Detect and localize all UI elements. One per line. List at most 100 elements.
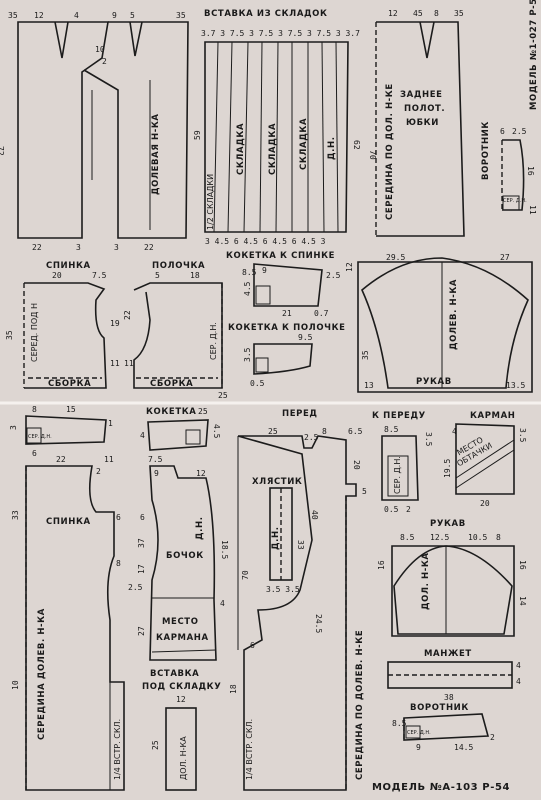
num-12: 12 [34, 11, 44, 20]
to-front-title: К ПЕРЕДУ [372, 411, 426, 421]
back-vstr: 1/4 ВСТР. СКЛ. [113, 719, 122, 780]
po-11: 11 [124, 359, 134, 368]
front-vstr: 1/4 ВСТР. СКЛ. [245, 719, 254, 780]
num-35b: 35 [176, 11, 186, 20]
num-72: 72 [0, 146, 5, 156]
pleat-word-2: СКЛАДКА [268, 123, 278, 175]
tab-bot: 3.5 3.5 [266, 585, 300, 594]
f18: 18 [229, 684, 238, 694]
bottom-back-piece [25, 465, 125, 791]
num-62: 62 [352, 140, 361, 150]
k25: 25 [198, 407, 208, 416]
bk-70: 70 [368, 150, 377, 160]
pk-20: 20 [480, 499, 490, 508]
num-22b: 22 [144, 243, 154, 252]
skirt-grain-label: ДОЛЕВАЯ Н-КА [151, 113, 161, 195]
num-22: 22 [32, 243, 42, 252]
s9: 9 [154, 469, 159, 478]
pleat-word-1: СКЛАДКА [236, 123, 246, 175]
rv-16b: 16 [518, 560, 527, 570]
tab-dn: Д.Н. [271, 526, 281, 550]
pocket-place-2: КАРМАНА [156, 633, 209, 643]
b11: 11 [104, 455, 114, 464]
vr-85: 8.5 [392, 719, 407, 728]
yoke-title: КОКЕТКА [146, 407, 196, 417]
yoke-back-title: КОКЕТКА К СПИНКЕ [226, 251, 335, 261]
collar-top-piece [501, 139, 525, 211]
s25: 2.5 [128, 583, 143, 592]
rv-14: 14 [518, 596, 527, 606]
top-center-back-dn: СЕРЕД. ПОД Н [30, 303, 39, 362]
b33: 33 [11, 510, 20, 520]
bk-35: 35 [454, 9, 464, 18]
model-bottom-label: МОДЕЛЬ №А-103 Р-54 [372, 782, 510, 793]
col-11: 11 [528, 205, 537, 215]
b8: 8 [32, 405, 37, 414]
yf-95: 9.5 [298, 333, 313, 342]
f20: 20 [352, 460, 361, 470]
pk-195: 19.5 [443, 459, 452, 478]
mj-4b: 4 [516, 677, 521, 686]
pleat-word-4: Д.Н. [327, 136, 337, 160]
bottom-collar-ser: СЕР. Д.Н. [407, 730, 431, 736]
strip-ser-dn: СЕР. Д.Н. [28, 434, 52, 440]
f245: 24.5 [314, 614, 323, 633]
top-front-bodice [133, 282, 223, 389]
back-strip-piece [25, 415, 107, 445]
num-10: 10 [95, 45, 105, 54]
half-pleat-label: 1/2 СКЛАДКИ [206, 174, 215, 230]
front-piece [237, 435, 357, 791]
v25: 25 [151, 740, 160, 750]
yk-25: 2.5 [326, 271, 341, 280]
vr-9: 9 [416, 743, 421, 752]
f25: 25 [268, 427, 278, 436]
bottom-yoke-piece [147, 419, 209, 451]
rv-8: 8 [496, 533, 501, 542]
k4: 4 [140, 431, 145, 440]
f40: 40 [310, 510, 319, 520]
mj-4a: 4 [516, 661, 521, 670]
rk-295: 29.5 [386, 253, 405, 262]
s27: 27 [137, 626, 146, 636]
po-5: 5 [155, 271, 160, 280]
s4: 4 [220, 599, 225, 608]
yoke-back-piece [253, 263, 323, 307]
num-35: 35 [8, 11, 18, 20]
kp-2: 2 [406, 505, 411, 514]
yf-35: 3.5 [243, 347, 252, 362]
insert-title: ВСТАВКА ИЗ СКЛАДОК [204, 9, 328, 19]
num-5: 5 [130, 11, 135, 20]
tab-33: 33 [296, 540, 305, 550]
s37: 37 [137, 538, 146, 548]
back-panel-line-1: ЗАДНЕЕ [400, 90, 443, 100]
cuff-title: МАНЖЕТ [424, 649, 472, 659]
pocket-place-1: МЕСТО [162, 617, 199, 627]
sp-19: 19 [110, 319, 120, 328]
yoke-front-piece [253, 343, 313, 375]
po-22: 22 [123, 310, 132, 320]
insert-line-2: ПОД СКЛАДКУ [142, 682, 221, 692]
b10: 10 [11, 680, 20, 690]
b1: 1 [108, 419, 113, 428]
f8: 8 [322, 427, 327, 436]
center-back-label: СЕРЕДИНА ПО ДОЛ. Н-КЕ [385, 83, 395, 220]
rk-13: 13 [364, 381, 374, 390]
f5: 5 [362, 487, 367, 496]
yk-21: 21 [282, 309, 292, 318]
yk-07: 0.7 [314, 309, 329, 318]
insert-bottom-dims: 3 4.5 6 4.5 6 4.5 6 4.5 3 [205, 237, 326, 246]
s17: 17 [137, 564, 146, 574]
yk-85: 8.5 [242, 268, 257, 277]
po-25: 25 [218, 391, 228, 400]
rv-85a: 8.5 [400, 533, 415, 542]
sp-20: 20 [52, 271, 62, 280]
b2: 2 [96, 467, 101, 476]
vr-2: 2 [490, 733, 495, 742]
rk-27: 27 [500, 253, 510, 262]
top-front-ser-dn: СЕР. Д.Н. [209, 322, 218, 360]
kp-35: 3.5 [424, 432, 433, 447]
num-59: 59 [193, 130, 202, 140]
col-25: 2.5 [512, 127, 527, 136]
bottom-collar-title: ВОРОТНИК [410, 703, 469, 713]
bottom-back-title: СПИНКА [46, 517, 91, 527]
